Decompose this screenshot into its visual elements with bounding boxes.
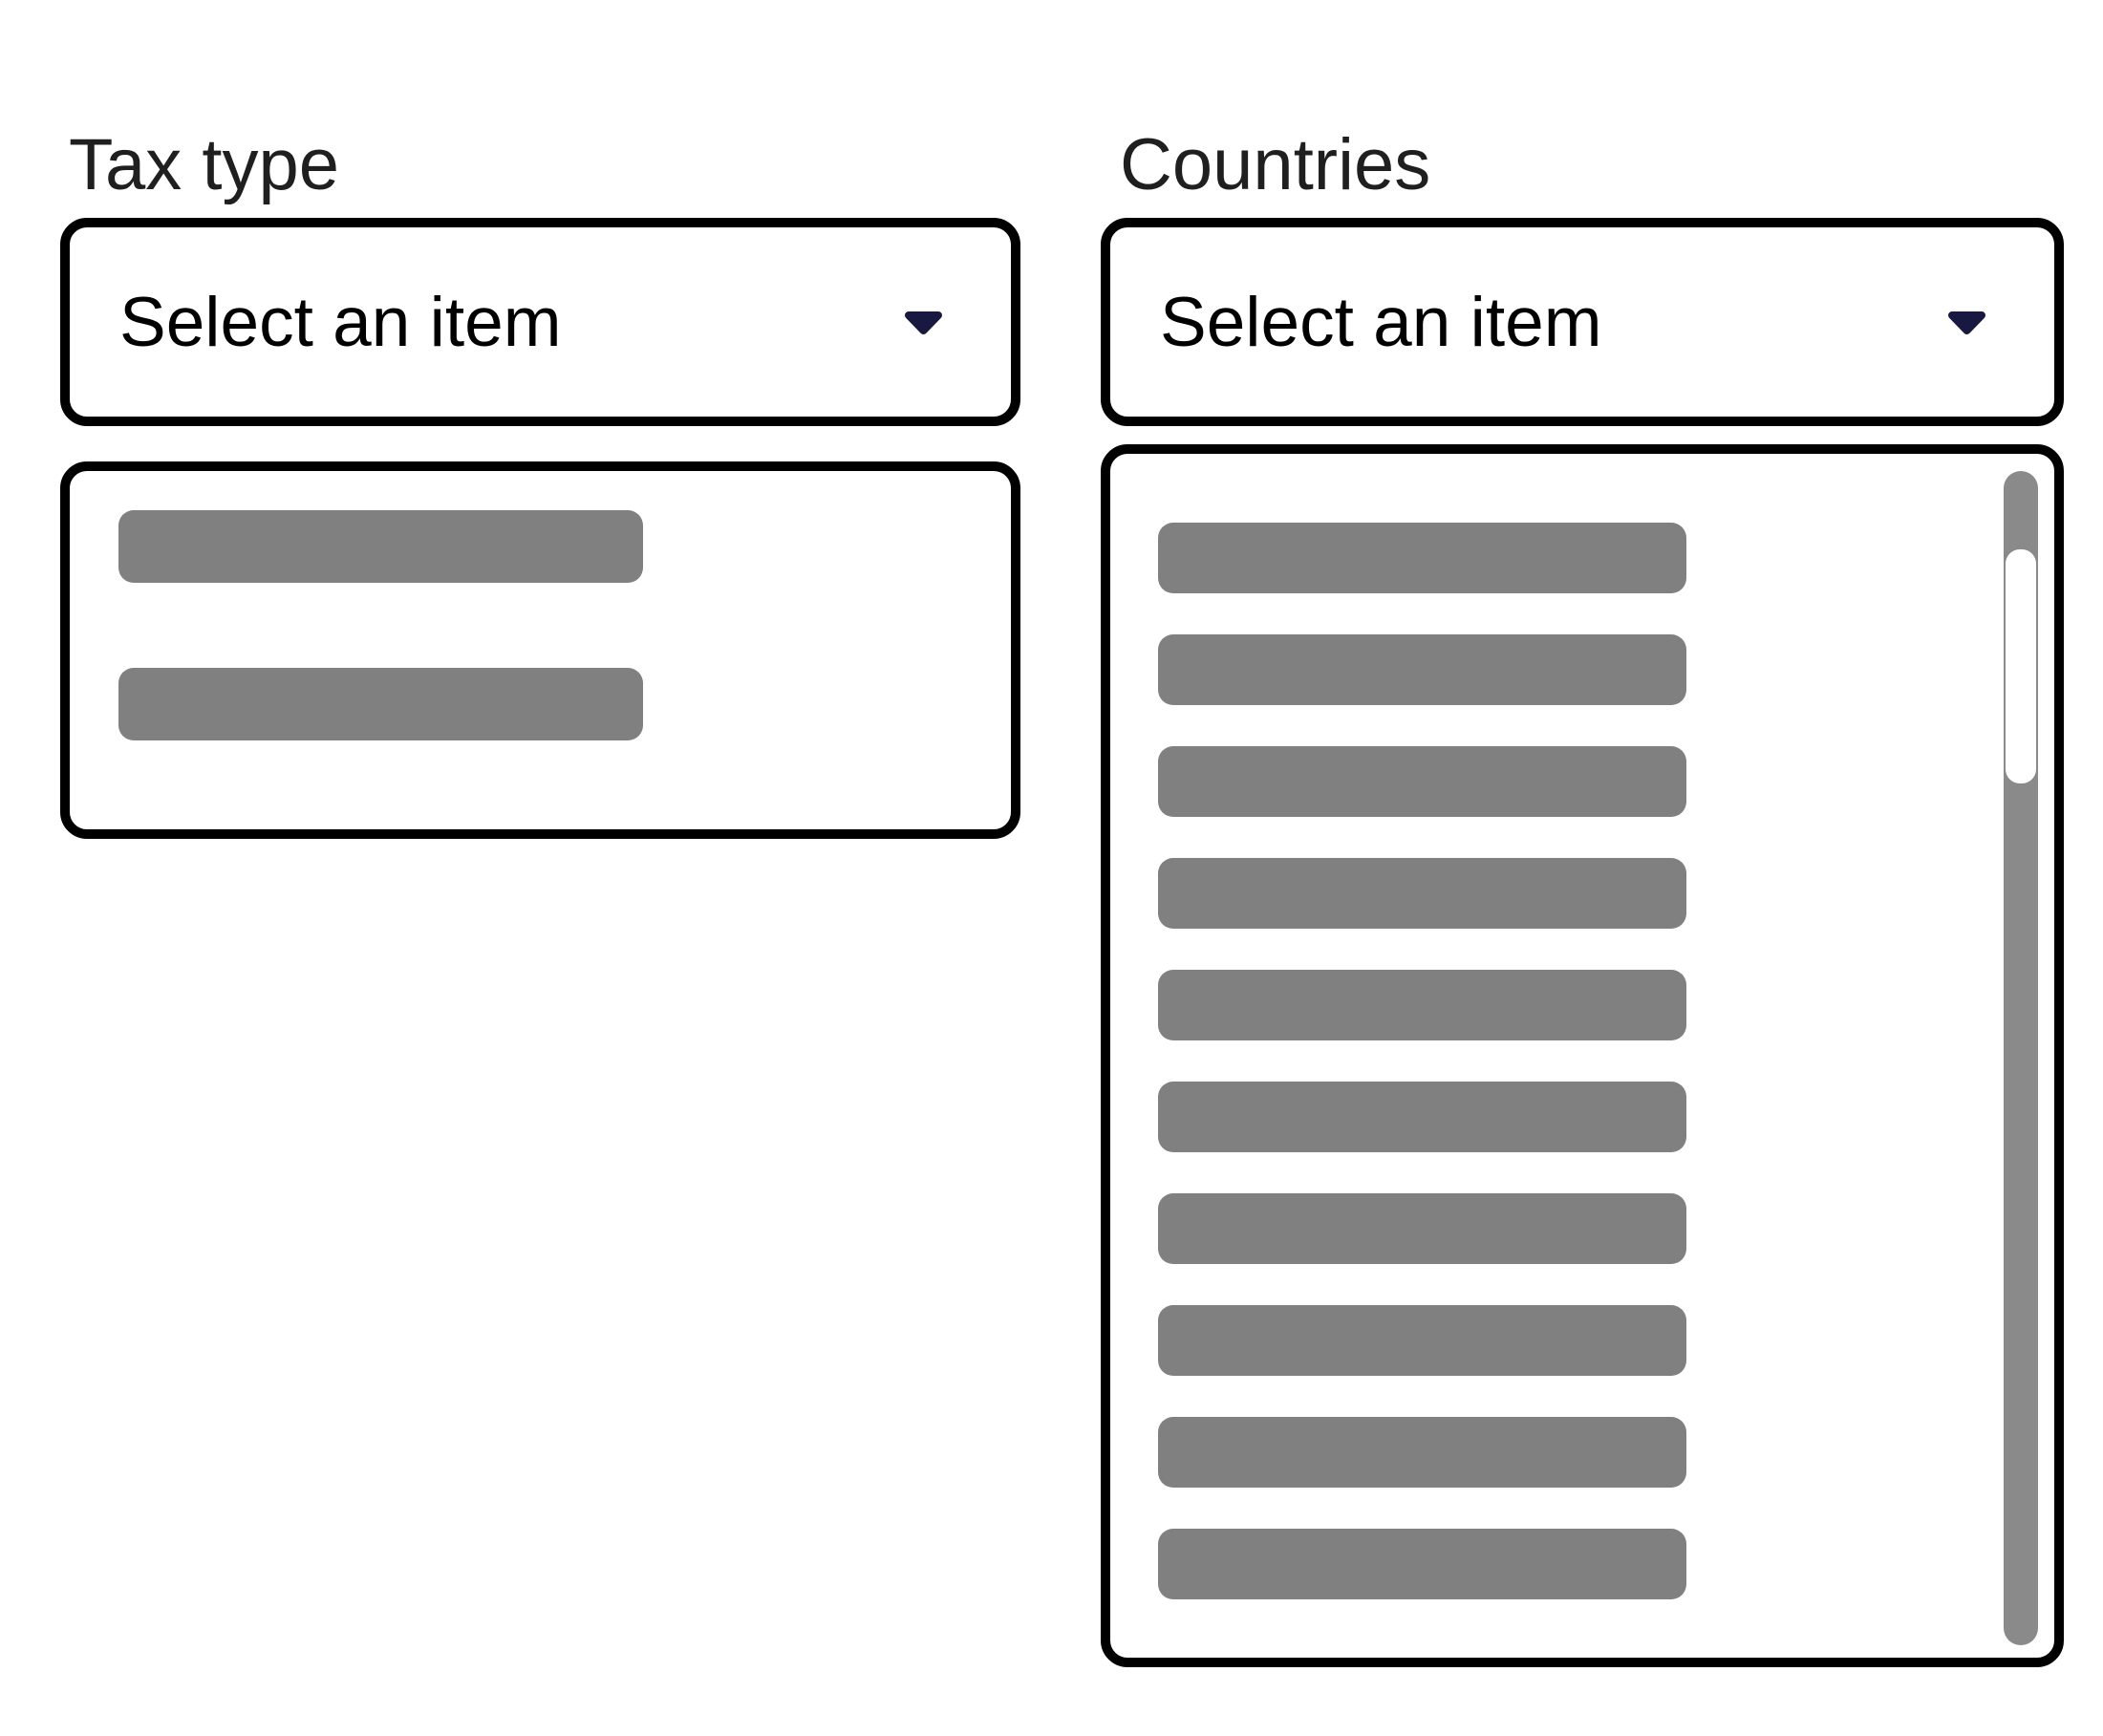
- scrollbar-track[interactable]: [2004, 471, 2038, 1645]
- redacted-option-bar[interactable]: [1158, 1417, 1686, 1488]
- redacted-option-bar[interactable]: [1158, 1082, 1686, 1152]
- countries-select[interactable]: Select an item: [1101, 218, 2064, 426]
- redacted-option-bar[interactable]: [1158, 858, 1686, 929]
- redacted-option-bar[interactable]: [1158, 746, 1686, 817]
- countries-options-panel: [1101, 444, 2064, 1667]
- redacted-option-bar[interactable]: [118, 510, 643, 583]
- tax-type-select-value: Select an item: [119, 283, 562, 361]
- countries-label: Countries: [1120, 124, 1431, 205]
- chevron-down-icon: [1944, 309, 1989, 336]
- countries-options-list: [1158, 523, 1686, 1599]
- redacted-option-bar[interactable]: [1158, 1305, 1686, 1376]
- tax-type-options-panel: [60, 461, 1020, 839]
- redacted-option-bar[interactable]: [1158, 1193, 1686, 1264]
- redacted-option-bar[interactable]: [1158, 1529, 1686, 1599]
- chevron-down-icon: [901, 309, 946, 336]
- redacted-option-bar[interactable]: [1158, 523, 1686, 593]
- countries-select-value: Select an item: [1160, 283, 1602, 361]
- tax-type-label: Tax type: [69, 124, 340, 205]
- redacted-option-bar[interactable]: [118, 668, 643, 740]
- tax-type-options-list: [118, 510, 643, 740]
- redacted-option-bar[interactable]: [1158, 634, 1686, 705]
- tax-type-select[interactable]: Select an item: [60, 218, 1020, 426]
- scrollbar-thumb[interactable]: [2006, 549, 2036, 783]
- redacted-option-bar[interactable]: [1158, 970, 1686, 1040]
